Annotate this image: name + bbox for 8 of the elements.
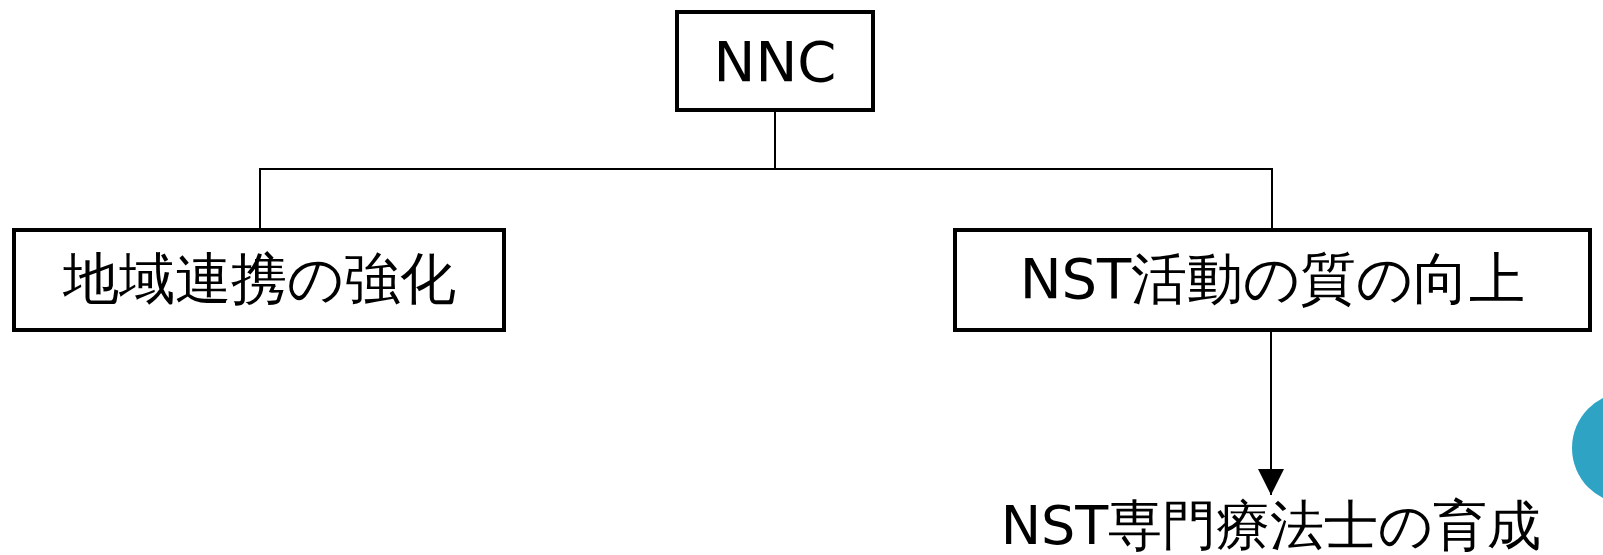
process-box [12, 228, 506, 332]
box-label: NNC [713, 28, 837, 94]
arrow [1258, 331, 1284, 496]
box-label: 地域連携の強化 [62, 245, 456, 313]
process-box [953, 228, 1592, 332]
node-label: NST専門療法士の育成 [1000, 492, 1542, 555]
box-label: NST活動の質の向上 [1019, 245, 1526, 313]
process-box [675, 10, 875, 112]
